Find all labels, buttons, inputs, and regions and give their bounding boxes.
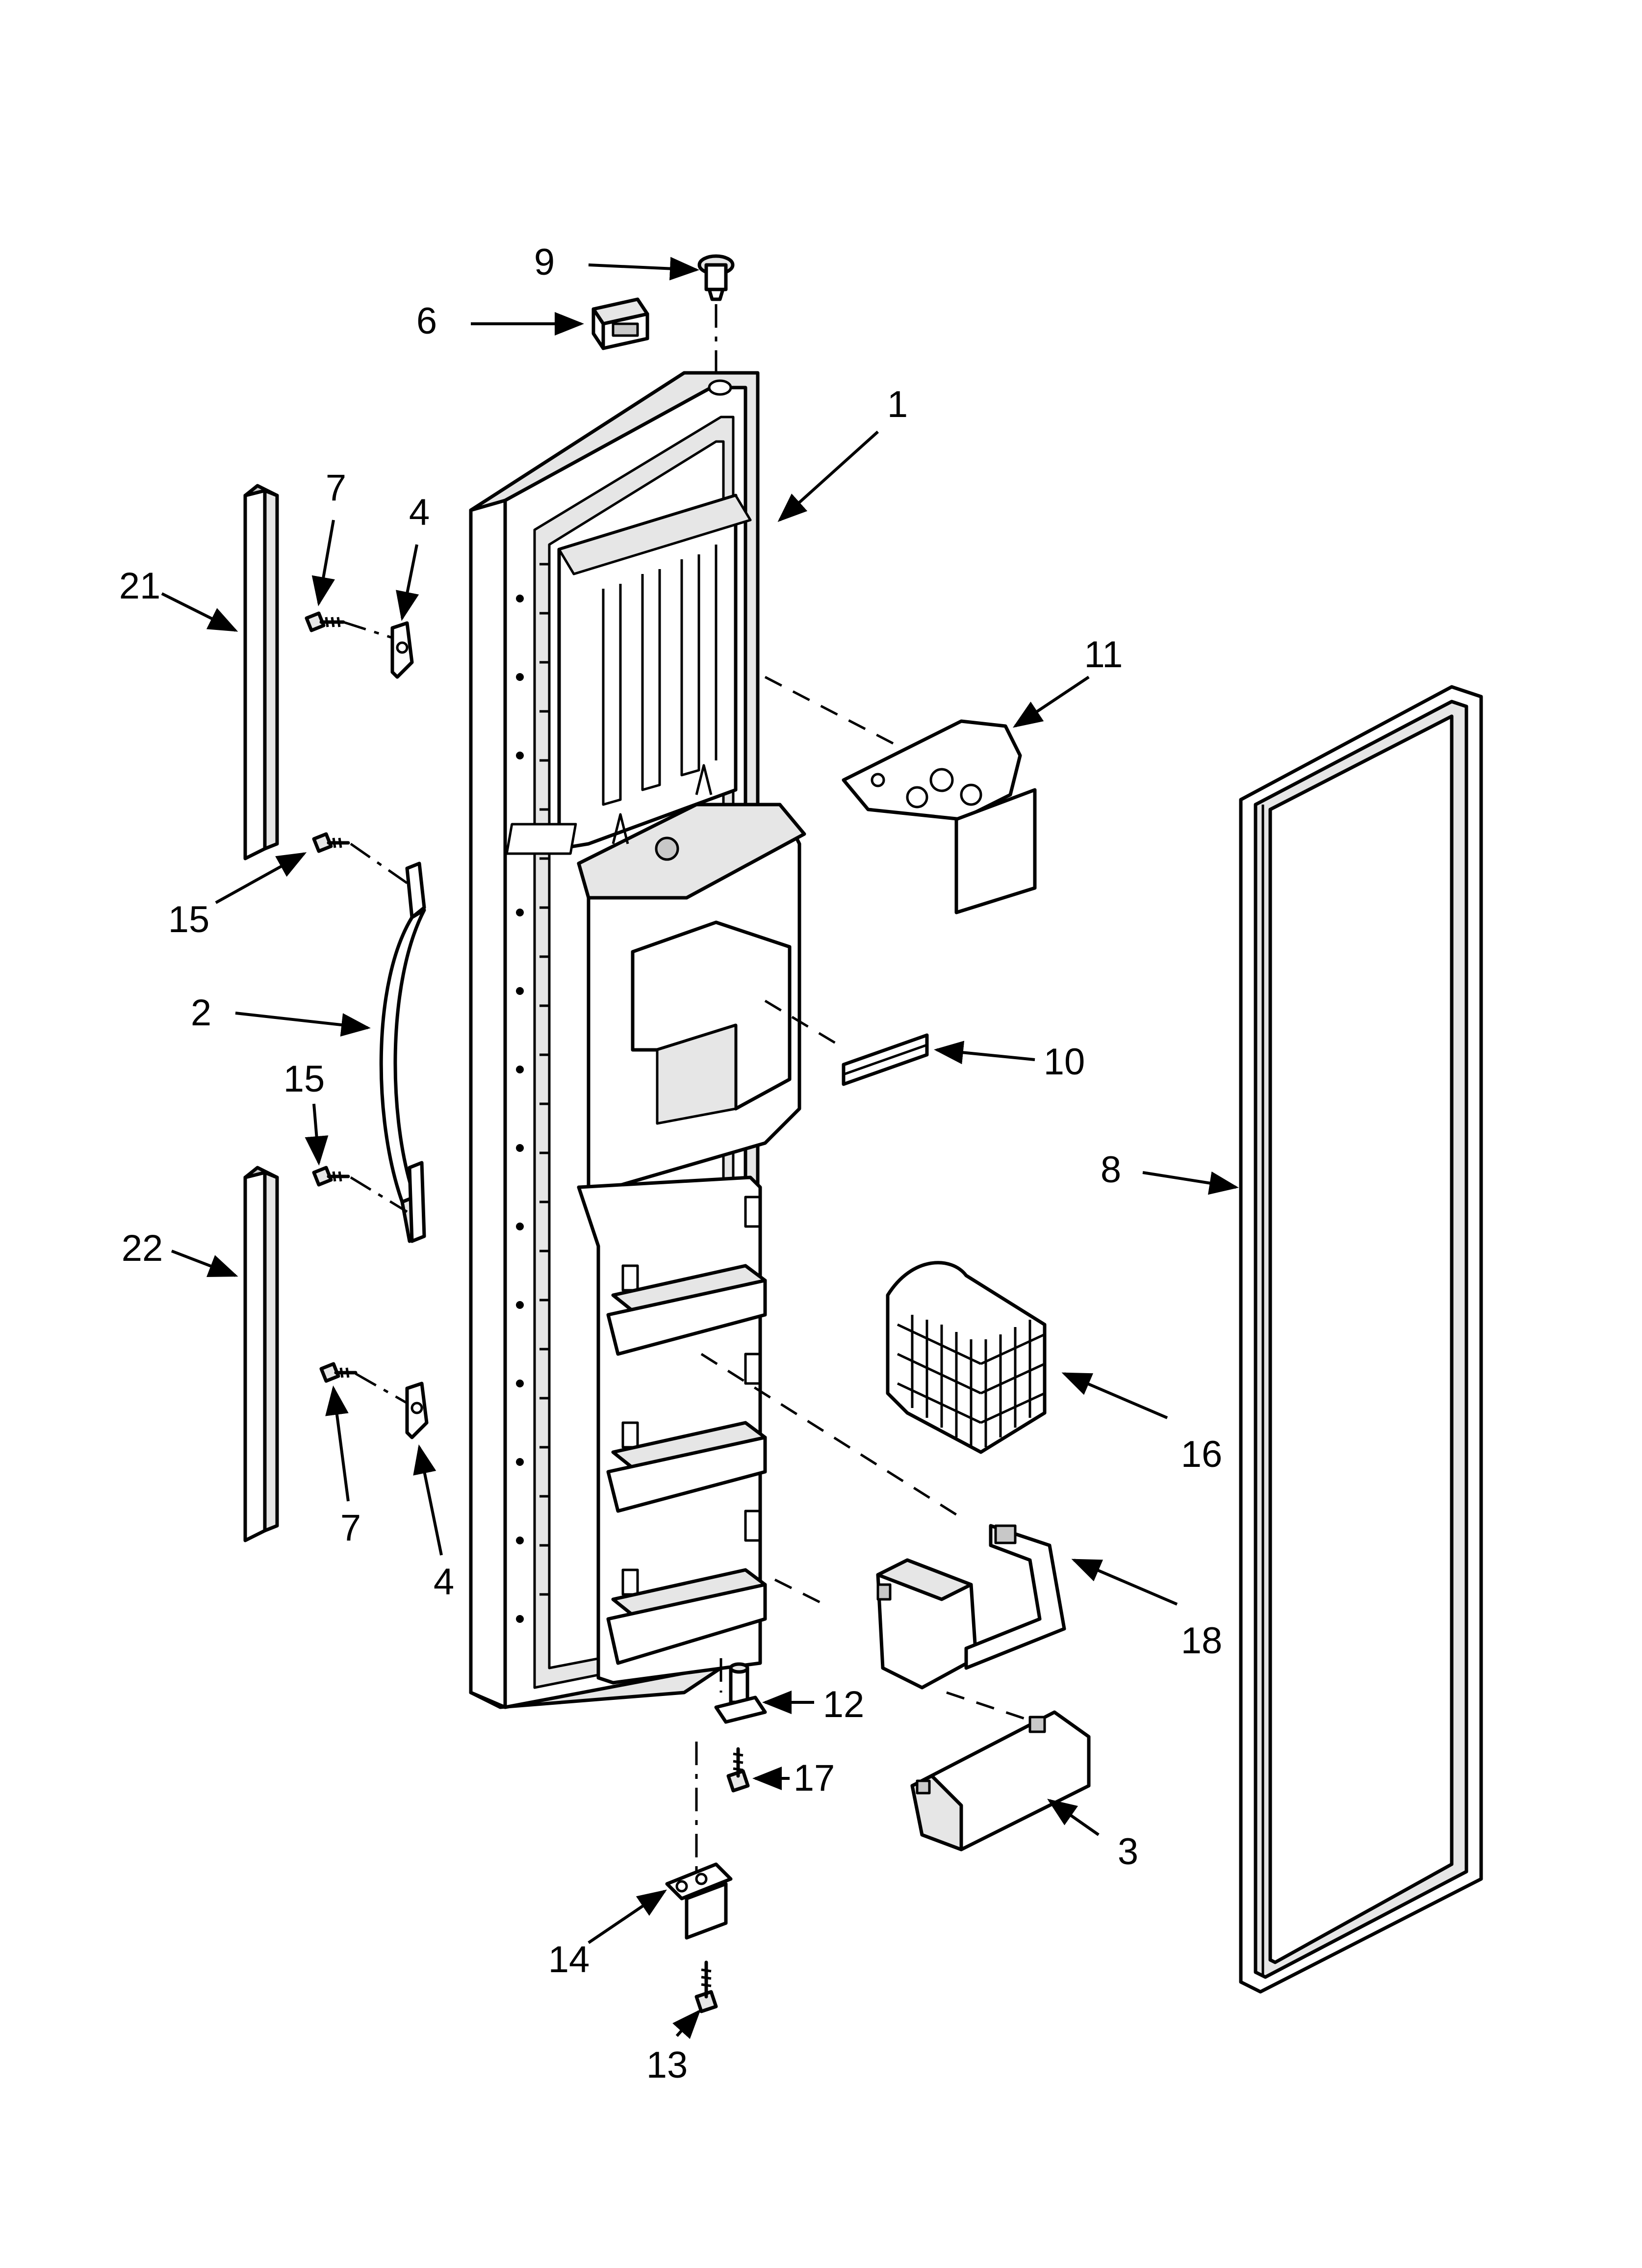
part-21-trim-strip bbox=[243, 484, 279, 860]
part-11-cover-plate bbox=[842, 719, 1037, 914]
callout-6: 6 bbox=[416, 300, 437, 342]
callout-leaders bbox=[161, 257, 1239, 2039]
door-screw-row bbox=[516, 595, 524, 1623]
callout-9: 9 bbox=[534, 241, 555, 283]
part-18-bracket bbox=[876, 1524, 1066, 1690]
part-14-lower-hinge bbox=[665, 1862, 733, 1940]
callout-7b: 7 bbox=[340, 1507, 361, 1549]
callout-15b: 15 bbox=[283, 1058, 325, 1100]
callout-11: 11 bbox=[1084, 634, 1123, 676]
callout-8: 8 bbox=[1101, 1149, 1121, 1191]
callout-17: 17 bbox=[794, 1757, 835, 1799]
part-door-assembly bbox=[469, 371, 806, 1709]
callout-16: 16 bbox=[1181, 1434, 1223, 1475]
part-3-door-bin bbox=[910, 1710, 1091, 1851]
door-lower-shelves bbox=[577, 1175, 767, 1685]
callout-labels: 9 6 1 7 4 21 11 15 2 15 10 8 22 16 7 4 1… bbox=[119, 241, 1223, 2086]
callout-13: 13 bbox=[646, 2044, 688, 2086]
callout-3: 3 bbox=[1118, 1831, 1138, 1873]
callout-1: 1 bbox=[887, 384, 908, 425]
part-16-wire-basket bbox=[886, 1261, 1047, 1454]
part-2-door-handle bbox=[379, 861, 426, 1243]
callout-10: 10 bbox=[1044, 1041, 1085, 1083]
part-4-clip-lower bbox=[405, 1382, 429, 1439]
part-13-screw bbox=[694, 1960, 718, 2013]
callout-18: 18 bbox=[1181, 1620, 1223, 1662]
part-12-hinge-pin bbox=[714, 1662, 767, 1724]
callout-4b: 4 bbox=[434, 1561, 454, 1603]
part-6-connector bbox=[591, 297, 649, 350]
part-10-strip bbox=[842, 1033, 929, 1086]
part-22-trim-strip bbox=[243, 1166, 279, 1542]
callout-15a: 15 bbox=[168, 899, 210, 940]
callout-4a: 4 bbox=[409, 492, 430, 533]
callout-2: 2 bbox=[191, 992, 211, 1034]
dispenser-housing bbox=[505, 764, 806, 1189]
door-upper-liner bbox=[557, 494, 752, 851]
part-17-screw bbox=[726, 1747, 750, 1793]
callout-22: 22 bbox=[122, 1227, 163, 1269]
part-15-screw-lower bbox=[312, 1166, 350, 1187]
part-7-screw-lower bbox=[319, 1362, 358, 1383]
callout-7a: 7 bbox=[326, 467, 346, 509]
callout-14: 14 bbox=[548, 1939, 590, 1981]
callout-21: 21 bbox=[119, 565, 161, 607]
part-15-screw-upper bbox=[312, 832, 350, 853]
part-9-hinge-plug bbox=[697, 254, 735, 301]
door-hinge-hole bbox=[708, 379, 732, 396]
part-8-door-gasket bbox=[1239, 685, 1483, 1994]
part-7-screw-upper bbox=[305, 611, 345, 632]
callout-12: 12 bbox=[823, 1684, 865, 1725]
part-4-clip-upper bbox=[390, 621, 414, 679]
